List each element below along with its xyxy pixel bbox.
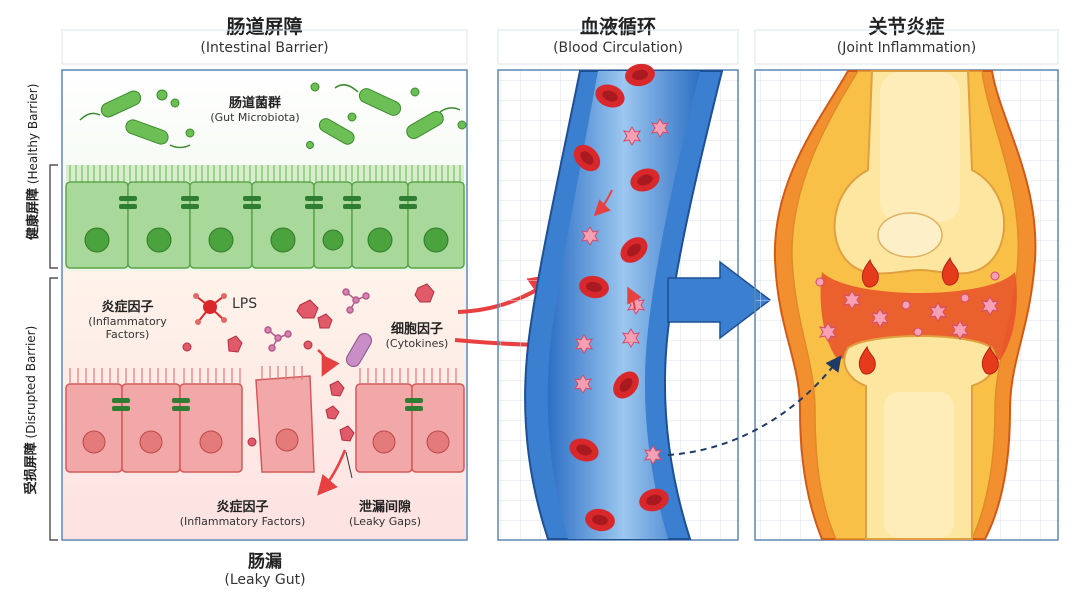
lps-label: LPS: [232, 296, 258, 312]
lps-molecule: [193, 293, 227, 325]
small-molecules: [264, 288, 370, 352]
damaged-epithelium: [65, 366, 465, 496]
healthy-epithelium: [65, 165, 465, 269]
blood-subtitle: (Blood Circulation): [553, 40, 683, 56]
bacteria-cluster: [79, 82, 467, 149]
cytokine-particles: [182, 283, 435, 353]
joint-subtitle: (Joint Inflammation): [836, 40, 977, 56]
blood-panel: [497, 61, 739, 541]
intestine-subtitle: (Intestinal Barrier): [200, 40, 329, 56]
joint-title: 关节炎症: [868, 16, 945, 38]
blood-title: 血液循环: [579, 16, 656, 38]
healthy-barrier-label: 健康屏障 (Healthy Barrier): [26, 83, 41, 240]
intestine-title: 肠道屏障: [226, 16, 303, 38]
leaky-gut-label: 肠漏 (Leaky Gut): [224, 552, 306, 588]
flame-icon: [858, 256, 999, 375]
cytokines-label: 细胞因子 (Cytokines): [385, 322, 449, 350]
disrupted-barrier-label: 受损屏障 (Disrupted Barrier): [24, 325, 39, 495]
leaky-gaps-label: 泄漏间隙 (Leaky Gaps): [349, 500, 421, 528]
barrier-brackets: [49, 164, 58, 541]
microbiota-label: 肠道菌群 (Gut Microbiota): [210, 96, 300, 124]
dashed-migration-arrow: [667, 355, 842, 456]
bacteria-rod: [346, 332, 372, 368]
joint-panel: [754, 69, 1059, 541]
circulation-arrow: [667, 260, 772, 340]
inflammatory-factors-label: 炎症因子 (Inflammatory Factors): [88, 300, 167, 341]
intestine-panel: [49, 69, 468, 541]
joint-inflammatory-particles: [815, 271, 1000, 342]
inflammatory-factors-bottom-label: 炎症因子 (Inflammatory Factors): [179, 500, 306, 528]
